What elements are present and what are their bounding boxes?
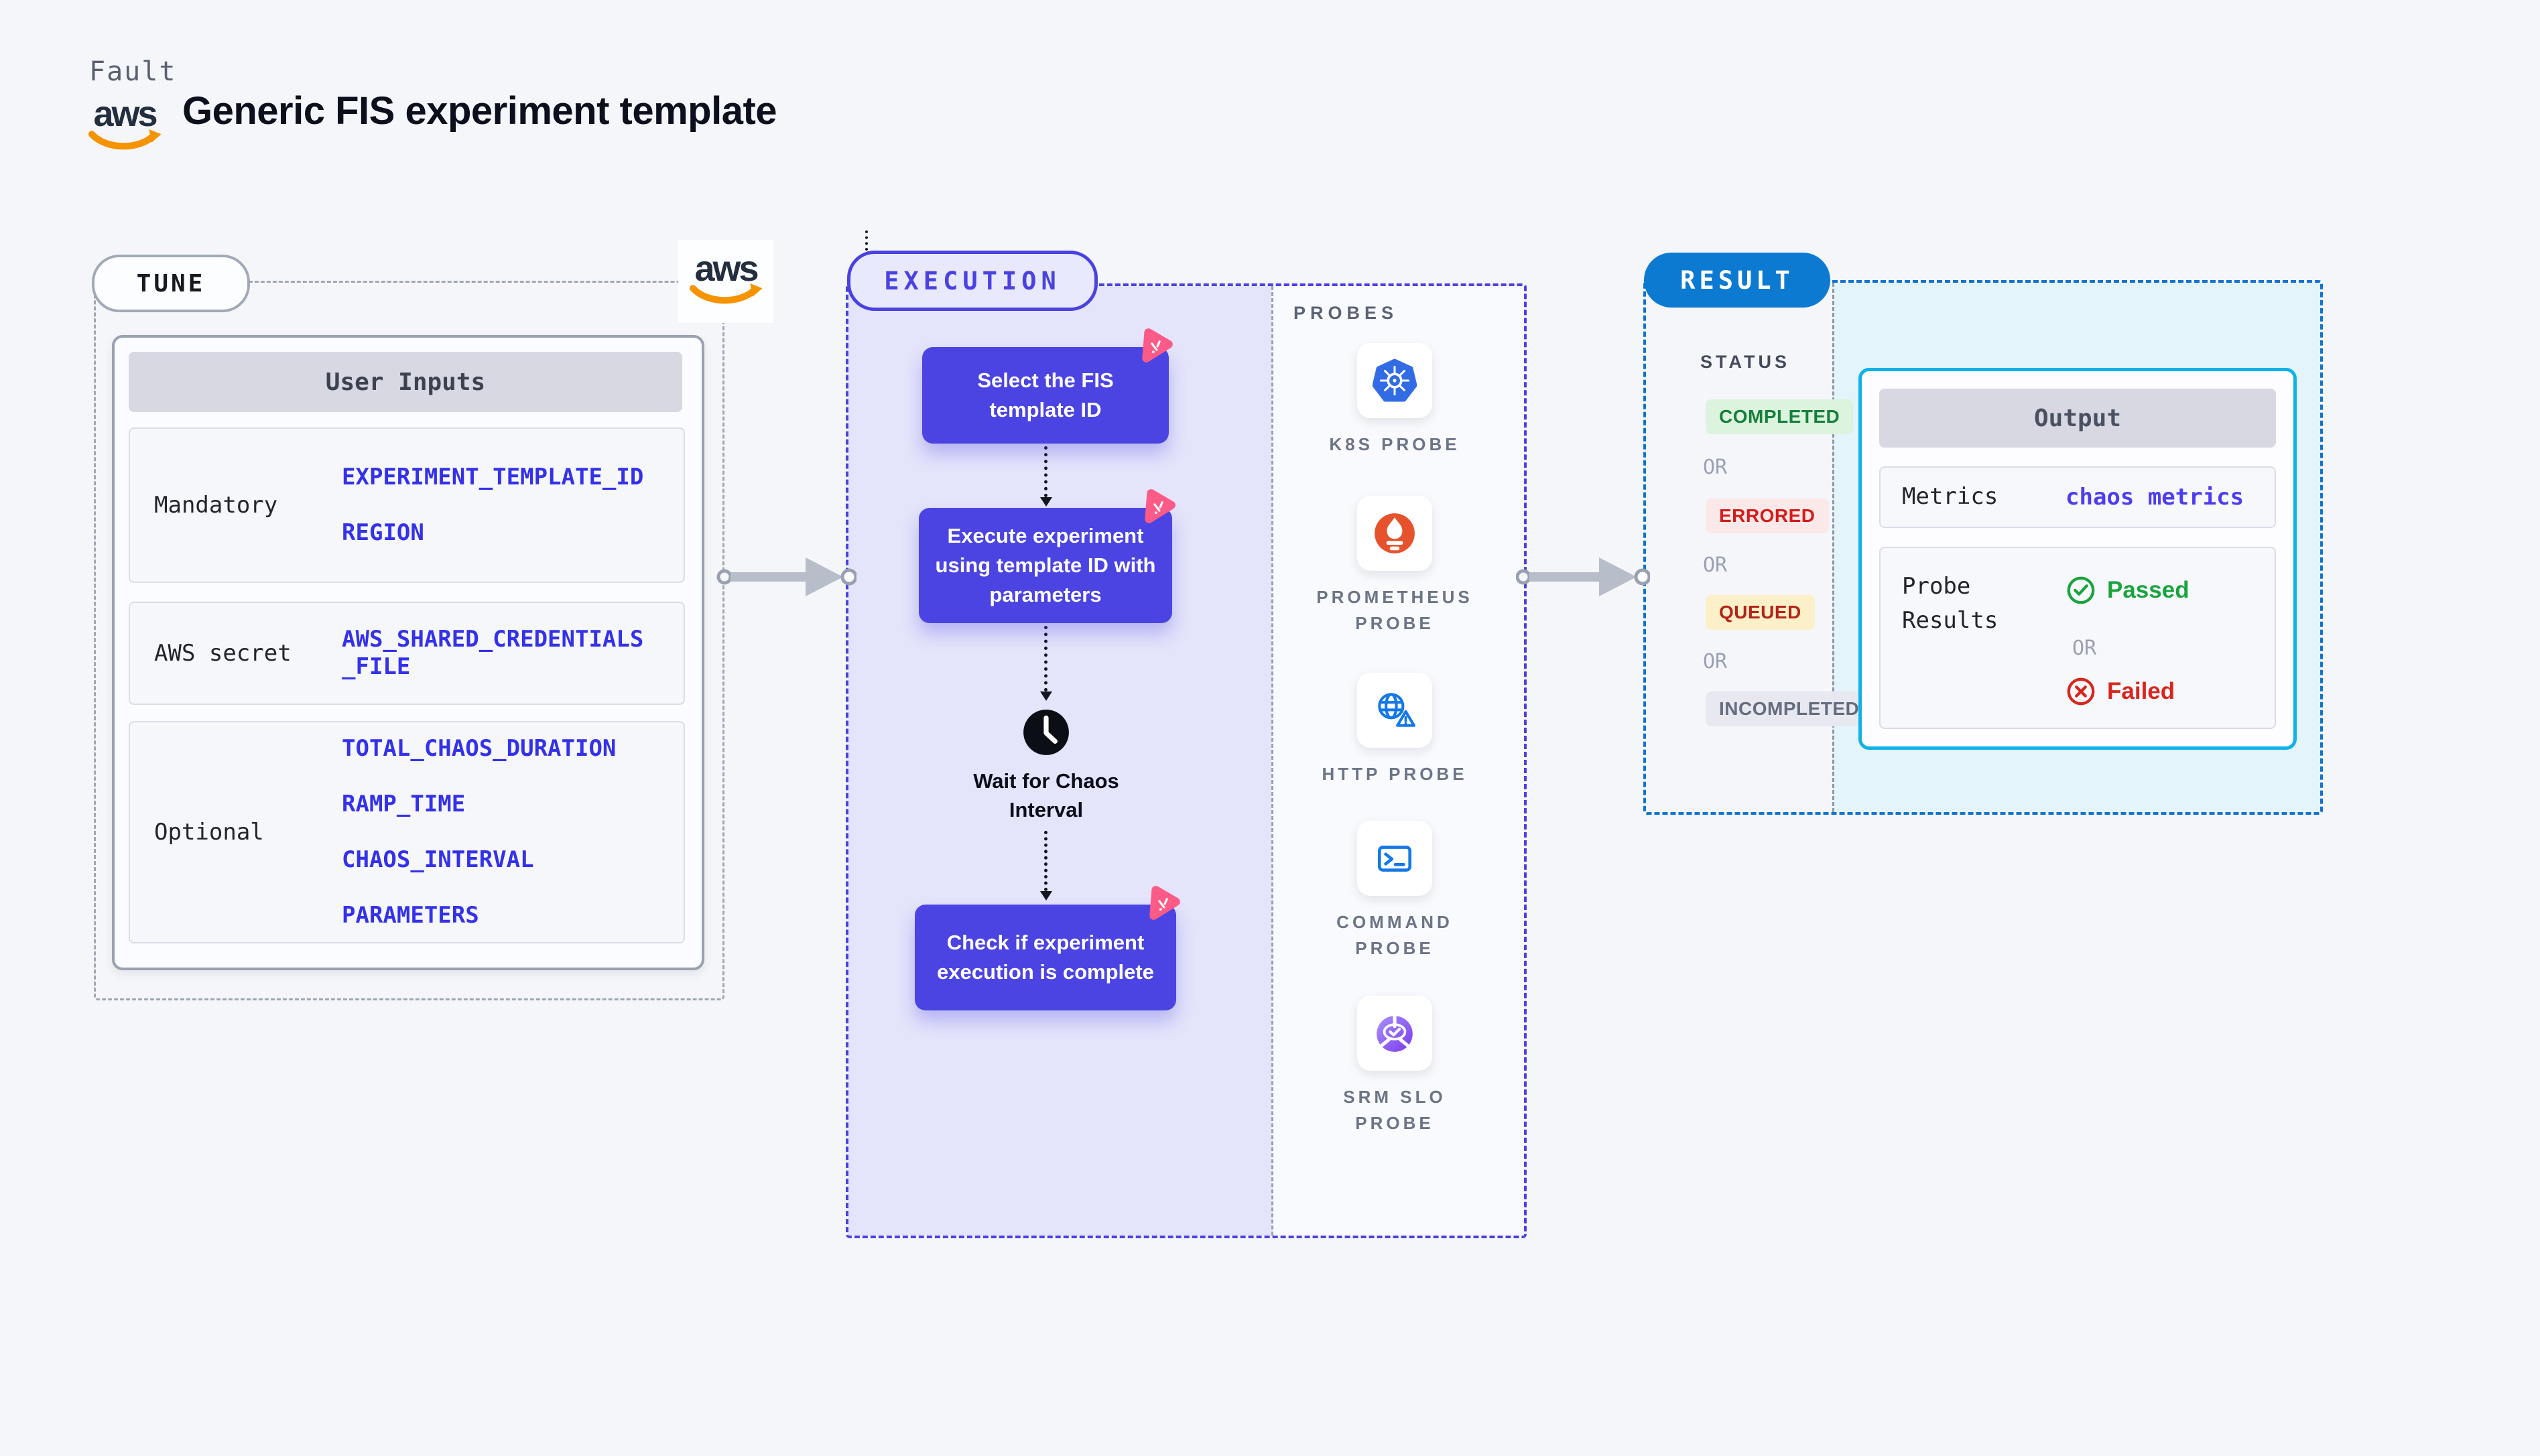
probes-area	[1271, 286, 1524, 1236]
env-var: PARAMETERS	[342, 901, 479, 929]
slo-donut-check-icon	[1377, 1014, 1413, 1052]
prometheus-icon	[1375, 513, 1415, 553]
probe-label: HTTP PROBE	[1322, 764, 1468, 784]
aws-logo-text: aws	[93, 94, 157, 134]
execution-section-container	[846, 283, 1527, 1238]
flow-connector-3	[1039, 831, 1052, 901]
probe-label: SRM SLO PROBE	[1343, 1087, 1446, 1133]
table-row-optional: Optional TOTAL_CHAOS_DURATION RAMP_TIME …	[129, 721, 685, 943]
row-label: AWS secret	[154, 640, 292, 667]
tune-badge: TUNE	[92, 255, 250, 312]
execution-badge: EXECUTION	[847, 251, 1098, 311]
result-badge: RESULT	[1644, 253, 1830, 308]
table-row-aws-secret: AWS secret AWS_SHARED_CREDENTIALS_FILE	[129, 602, 685, 705]
chaos-experiment-icon	[1142, 328, 1173, 362]
aws-logo: aws	[84, 94, 165, 156]
output-card: Output Metrics chaos metrics Probe Resul…	[1858, 368, 2297, 750]
probe-results-values: Passed OR Failed	[2066, 575, 2189, 707]
probe-card	[1357, 821, 1432, 896]
metrics-label: Metrics	[1902, 483, 1998, 511]
brand-label: Fault	[89, 56, 177, 87]
row-label: Mandatory	[154, 492, 278, 519]
table-row-mandatory: Mandatory EXPERIMENT_TEMPLATE_ID REGION	[129, 427, 685, 583]
or-separator: OR	[2072, 637, 2097, 660]
kubernetes-icon	[1373, 358, 1417, 402]
tune-to-execution-arrow	[716, 557, 856, 596]
execution-to-result-arrow	[1516, 557, 1650, 596]
probe-label: PROMETHEUS PROBE	[1316, 587, 1473, 633]
page-title: Generic FIS experiment template	[182, 89, 777, 133]
status-badge-queued: QUEUED	[1706, 595, 1815, 630]
row-values: EXPERIMENT_TEMPLATE_ID REGION	[342, 464, 657, 547]
env-var: CHAOS_INTERVAL	[342, 846, 534, 873]
probe-srm-slo: SRM SLO PROBE	[1311, 996, 1478, 1136]
output-row-metrics: Metrics chaos metrics	[1879, 466, 2276, 528]
env-var: REGION	[342, 519, 424, 546]
connector-stub	[865, 230, 868, 251]
aws-logo-tune: aws	[686, 248, 766, 311]
flow-connector-1	[1039, 446, 1052, 507]
aws-smile-icon	[88, 129, 162, 149]
status-badge-incompleted: INCOMPLETED	[1706, 691, 1873, 726]
step-check-complete: Check if experiment execution is complet…	[915, 905, 1176, 1010]
metrics-value: chaos metrics	[2066, 484, 2244, 511]
status-output-divider	[1832, 283, 1834, 812]
probe-prometheus: PROMETHEUS PROBE	[1311, 496, 1478, 637]
step-select-template: Select the FIS template ID	[922, 347, 1169, 444]
http-globe-warning-icon	[1378, 693, 1415, 727]
probe-label: COMMAND PROBE	[1336, 912, 1453, 958]
env-var: AWS_SHARED_CREDENTIALS_FILE	[342, 626, 644, 680]
probe-card	[1357, 996, 1432, 1071]
step-label: Check if experiment execution is complet…	[937, 930, 1154, 984]
aws-smile-icon	[689, 283, 763, 304]
step-label: Select the FIS template ID	[977, 368, 1114, 421]
row-label: Optional	[154, 819, 264, 846]
chaos-experiment-icon	[1149, 886, 1180, 920]
execution-probes-divider	[1271, 286, 1273, 1236]
step-execute-experiment: Execute experiment using template ID wit…	[919, 508, 1172, 623]
or-separator: OR	[1703, 553, 1728, 577]
status-badge-errored: ERRORED	[1706, 499, 1829, 533]
or-separator: OR	[1703, 650, 1728, 673]
output-row-probe-results: Probe Results Passed OR Failed	[1879, 547, 2276, 729]
passed-label: Passed	[2107, 577, 2189, 603]
wait-step-label: Wait for Chaos Interval	[973, 769, 1119, 822]
x-circle-icon	[2067, 677, 2095, 706]
flow-connector-2	[1039, 626, 1052, 701]
probe-card	[1357, 343, 1432, 418]
clock-icon	[1023, 710, 1069, 755]
terminal-icon	[1377, 846, 1412, 872]
probe-results-label: Probe Results	[1902, 573, 1998, 634]
probe-command: COMMAND PROBE	[1311, 821, 1478, 962]
or-separator: OR	[1703, 456, 1728, 479]
probe-k8s: K8S PROBE	[1311, 343, 1478, 458]
chaos-experiment-icon	[1145, 489, 1176, 523]
status-badge-completed: COMPLETED	[1706, 399, 1854, 434]
env-var: EXPERIMENT_TEMPLATE_ID	[342, 464, 644, 491]
probe-http: HTTP PROBE	[1311, 673, 1478, 787]
probe-card	[1357, 673, 1432, 748]
row-values: TOTAL_CHAOS_DURATION RAMP_TIME CHAOS_INT…	[342, 735, 657, 929]
env-var: RAMP_TIME	[342, 791, 466, 818]
execution-flow-area	[848, 286, 1271, 1236]
output-header: Output	[1879, 389, 2276, 448]
aws-logo-text: aws	[694, 248, 759, 289]
passed-verdict: Passed	[2066, 575, 2189, 606]
step-label: Execute experiment using template ID wit…	[935, 523, 1156, 606]
probe-card	[1357, 496, 1432, 571]
probes-title: PROBES	[1293, 303, 1399, 323]
tune-section-container	[94, 281, 724, 1000]
env-var: TOTAL_CHAOS_DURATION	[342, 735, 617, 763]
aws-logo-tune-wrap: aws	[678, 240, 773, 323]
status-title: STATUS	[1700, 352, 1790, 372]
probe-label: K8S PROBE	[1329, 434, 1460, 454]
user-inputs-header: User Inputs	[129, 352, 682, 412]
check-circle-icon	[2067, 576, 2095, 604]
failed-label: Failed	[2107, 678, 2175, 704]
row-values: AWS_SHARED_CREDENTIALS_FILE	[342, 626, 650, 681]
failed-verdict: Failed	[2066, 676, 2175, 707]
